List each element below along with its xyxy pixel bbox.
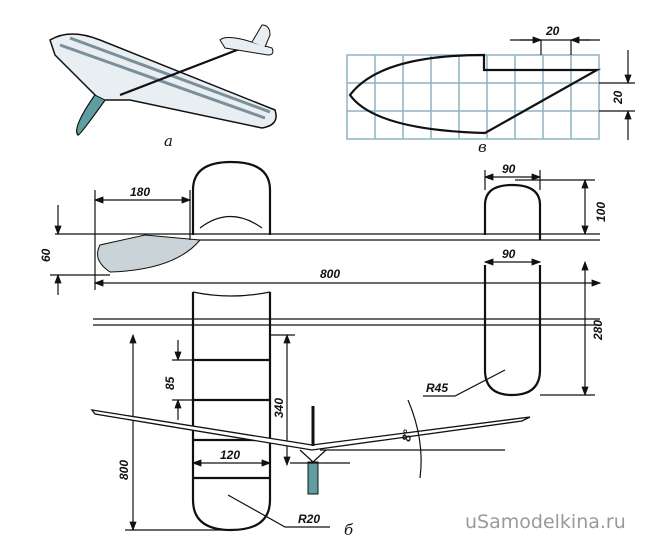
front-view: 8° б	[90, 399, 531, 539]
plan-view: 90 280 R45 85 340 800 120 R20	[93, 247, 605, 532]
dim-stab-side-h: 100	[594, 202, 608, 222]
view-label-a: а	[164, 132, 173, 150]
dim-fuselage-len: 800	[320, 267, 340, 281]
dim-nose-h: 60	[39, 248, 53, 262]
watermark: uSamodelkina.ru	[465, 511, 626, 533]
dim-grid-v: 20	[611, 90, 625, 105]
dim-stab-radius: R45	[426, 381, 448, 395]
view-label-v: в	[478, 138, 487, 156]
dim-grid-h: 20	[545, 24, 560, 38]
dim-stab-plan-h: 280	[591, 320, 605, 341]
dim-wing-chord: 120	[220, 448, 240, 462]
dim-stab-plan-w: 90	[502, 247, 516, 261]
dim-wing-radius: R20	[298, 512, 320, 526]
dim-stab-side-w: 90	[502, 162, 516, 176]
dim-dihedral: 8°	[399, 429, 415, 443]
perspective-sketch: а	[49, 24, 277, 150]
view-label-b: б	[344, 521, 354, 539]
dim-rib-spacing: 85	[163, 376, 177, 390]
side-view: 180 60 800 90 100	[39, 160, 608, 295]
dim-wing-half: 340	[272, 398, 286, 418]
dim-wingspan: 800	[117, 460, 131, 480]
dim-nose-len: 180	[130, 185, 150, 199]
airfoil-profile-grid: 20 20 в	[346, 24, 635, 156]
